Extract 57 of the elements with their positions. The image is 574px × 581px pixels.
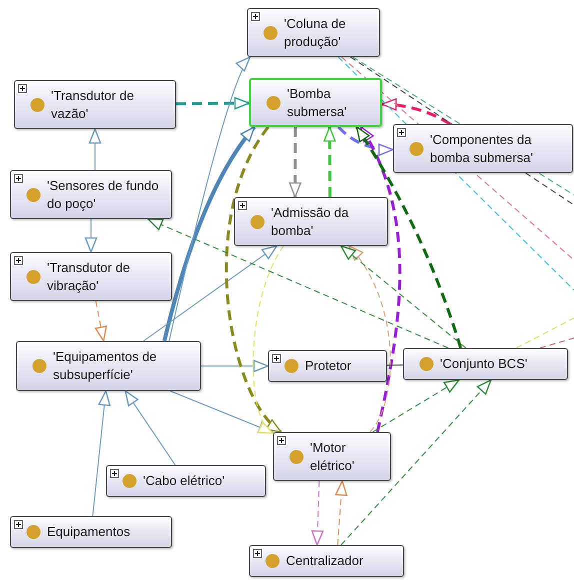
arrow [381, 98, 451, 126]
arrow [94, 300, 107, 342]
node-label: 'Coluna de produção' [284, 14, 347, 50]
class-box [403, 348, 568, 380]
arrow [335, 480, 348, 546]
arrow [224, 126, 282, 434]
arrow [252, 246, 284, 434]
node-label: 'Transdutor de vibração' [47, 258, 131, 294]
class-box [247, 8, 380, 57]
arrow [200, 360, 269, 372]
node-label: Centralizador [286, 552, 364, 570]
node-label: Equipamentos [47, 523, 132, 541]
arrow [88, 128, 102, 170]
class-box [10, 170, 172, 219]
node-label: 'Motor elétrico' [310, 438, 356, 474]
arrow [348, 245, 391, 432]
node-label: 'Sensores de fundo do poço' [47, 176, 160, 212]
class-box [249, 78, 382, 127]
arrow [92, 390, 111, 516]
class-box [268, 350, 387, 382]
class-box [234, 197, 388, 246]
arrow [289, 127, 302, 198]
node-label: 'Bomba submersa' [287, 84, 348, 120]
arrow [124, 390, 176, 466]
class-box [10, 516, 172, 548]
arrow [168, 56, 251, 342]
arrow [372, 379, 460, 432]
class-box [106, 465, 266, 497]
arrow [324, 126, 336, 197]
arrow [143, 245, 278, 342]
arrow [176, 97, 250, 110]
node-label: 'Admissão da bomba' [271, 204, 350, 240]
arrow [360, 126, 402, 432]
arrow [340, 245, 466, 348]
arrow [147, 218, 449, 348]
arrow [340, 379, 492, 546]
class-box [249, 545, 404, 577]
arrow [311, 480, 324, 546]
arrow [84, 218, 98, 253]
node-label: 'Cabo elétrico' [143, 472, 226, 490]
arrow [337, 126, 394, 156]
node-label: 'Transdutor de vazão' [51, 86, 135, 122]
class-box [16, 341, 201, 391]
class-box [10, 252, 172, 301]
class-box [14, 80, 176, 129]
node-label: 'Equipamentos de subsuperfície' [53, 348, 158, 384]
node-label: 'Componentes da bomba submersa' [430, 130, 534, 166]
class-box [393, 124, 573, 173]
arrow [355, 126, 462, 348]
arrow [162, 126, 256, 342]
node-label: Protetor [305, 357, 352, 375]
connector-line [539, 338, 574, 348]
class-box [273, 432, 391, 481]
connector-line [516, 318, 574, 348]
node-label: 'Conjunto BCS' [440, 355, 528, 373]
arrow [170, 390, 274, 434]
connector-line [386, 364, 404, 366]
